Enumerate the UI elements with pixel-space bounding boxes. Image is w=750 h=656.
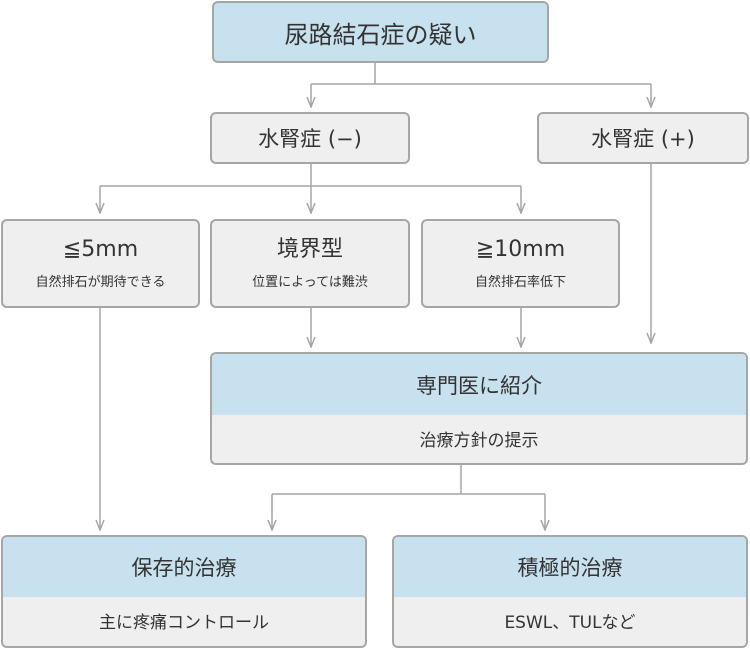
active-treatment-box: 積極的治療 ESWL、TULなど <box>392 535 748 648</box>
referral-box: 専門医に紹介 治療方針の提示 <box>210 352 748 465</box>
hydronephrosis-positive-box: 水腎症 (+) <box>537 112 749 164</box>
connector-top-split <box>311 63 651 85</box>
active-treatment-header: 積極的治療 <box>394 537 746 597</box>
borderline-box: 境界型 位置によっては難渋 <box>210 219 410 308</box>
conservative-treatment-box: 保存的治療 主に疼痛コントロール <box>1 535 367 648</box>
borderline-note: 位置によっては難渋 <box>252 274 368 290</box>
stone-large-label: ≧10mm <box>475 236 566 262</box>
stone-small-label: ≦5mm <box>62 236 139 262</box>
hydronephrosis-negative-box: 水腎症 (−) <box>210 112 410 164</box>
stone-small-box: ≦5mm 自然排石が期待できる <box>1 219 200 308</box>
active-treatment-text: ESWL、TULなど <box>504 613 636 633</box>
suspected-urolithiasis-label: 尿路結石症の疑い <box>284 20 477 49</box>
conservative-treatment-text: 主に疼痛コントロール <box>99 613 269 633</box>
referral-title: 専門医に紹介 <box>416 373 542 398</box>
referral-body: 治療方針の提示 <box>212 413 746 463</box>
suspected-urolithiasis-box: 尿路結石症の疑い <box>212 1 549 63</box>
active-treatment-body: ESWL、TULなど <box>394 595 746 646</box>
stone-large-note: 自然排石率低下 <box>474 274 566 290</box>
stone-large-box: ≧10mm 自然排石率低下 <box>421 219 620 308</box>
hydronephrosis-positive-label: 水腎症 (+) <box>591 127 695 151</box>
borderline-label: 境界型 <box>276 236 343 262</box>
active-treatment-title: 積極的治療 <box>517 556 623 580</box>
conservative-treatment-title: 保存的治療 <box>131 556 237 580</box>
conservative-treatment-body: 主に疼痛コントロール <box>3 595 365 646</box>
referral-header: 専門医に紹介 <box>212 354 746 415</box>
connector-referral-split <box>272 465 545 495</box>
connector-neg-split <box>100 164 521 187</box>
hydronephrosis-negative-label: 水腎症 (−) <box>258 127 362 151</box>
referral-body-text: 治療方針の提示 <box>419 430 539 451</box>
stone-small-note: 自然排石が期待できる <box>35 274 166 290</box>
conservative-treatment-header: 保存的治療 <box>3 537 365 597</box>
